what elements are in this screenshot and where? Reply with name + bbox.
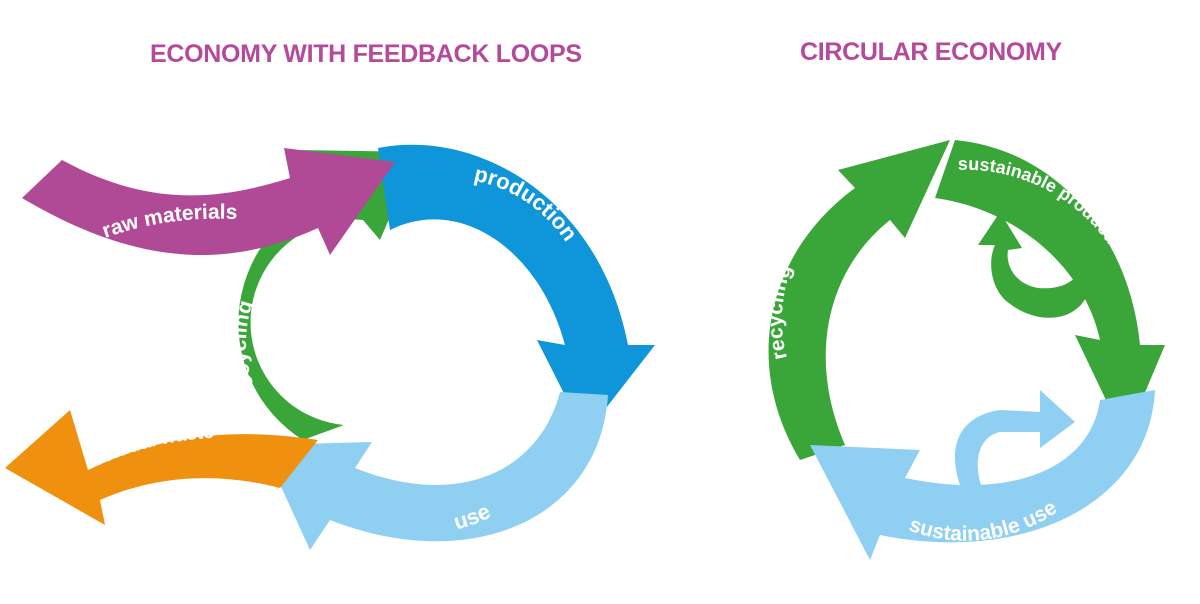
left-cycle: production use recycling raw materials r… xyxy=(5,144,655,550)
recycling-label-left: recycling xyxy=(228,298,262,400)
right-cycle: recycling sustainable production sustain… xyxy=(764,140,1165,560)
residual-waste-arrow xyxy=(5,410,318,525)
sustainable-production-arrow xyxy=(935,140,1165,440)
use-arrow xyxy=(262,392,608,550)
inner-loop-use xyxy=(954,390,1075,488)
inner-loop-production xyxy=(978,212,1090,318)
recycling-arrow-right xyxy=(768,140,950,460)
left-diagram-title: ECONOMY WITH FEEDBACK LOOPS xyxy=(150,40,582,68)
right-diagram-title: CIRCULAR ECONOMY xyxy=(800,38,1062,66)
sustainable-use-arrow xyxy=(810,390,1155,560)
production-arrow xyxy=(378,144,655,436)
raw-materials-arrow xyxy=(22,148,395,256)
